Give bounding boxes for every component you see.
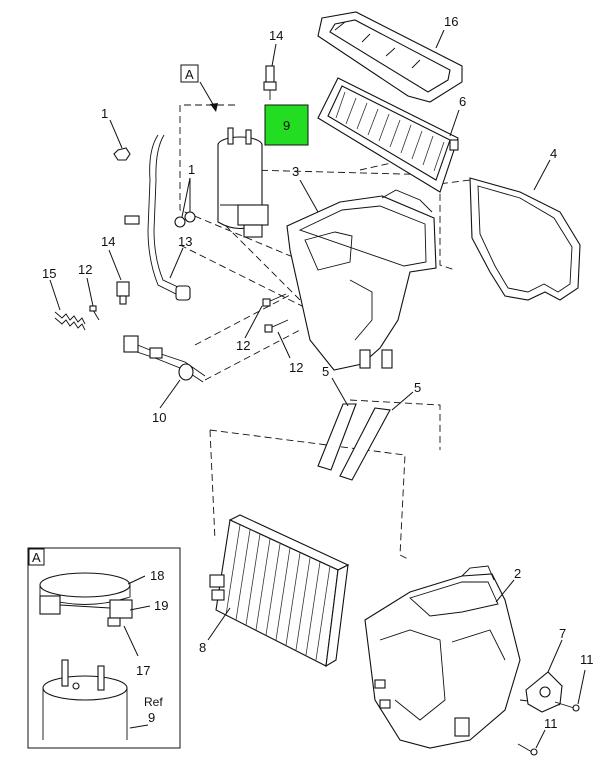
callout-19: 19 bbox=[154, 598, 168, 613]
inset-accumulator-top bbox=[42, 659, 128, 740]
part-12-screws bbox=[262, 293, 289, 333]
part-9-accumulator bbox=[217, 127, 269, 238]
part-5-drain-tube-left bbox=[317, 403, 357, 471]
part-12-screw-small bbox=[89, 305, 100, 321]
part-4-gasket bbox=[469, 177, 581, 301]
callout-12-middle: 12 bbox=[236, 338, 250, 353]
part-2-lower-case bbox=[364, 565, 521, 749]
inset-ref-number: 9 bbox=[148, 710, 155, 725]
part-10-suction-hose bbox=[123, 335, 206, 383]
inset-part-19-bracket bbox=[39, 595, 133, 627]
callout-11-upper: 11 bbox=[580, 652, 594, 667]
callout-3: 3 bbox=[292, 164, 299, 179]
part-1-nuts-lower bbox=[174, 211, 196, 228]
part-6-filter bbox=[317, 77, 459, 193]
callout-12-left: 12 bbox=[78, 262, 92, 277]
part-5-drain-tube-right bbox=[339, 407, 391, 481]
inset-label-a: A bbox=[32, 550, 41, 565]
inset-detail-a: A 18 19 17 Ref 9 bbox=[27, 547, 181, 749]
highlight-box-part-9: 9 bbox=[264, 104, 309, 146]
callout-numbers: 14 16 6 4 3 1 1 13 14 15 12 12 12 10 5 5… bbox=[42, 14, 594, 731]
callout-14-top: 14 bbox=[269, 28, 283, 43]
part-3-upper-case bbox=[286, 189, 437, 371]
part-15-spring-clip bbox=[54, 311, 86, 331]
view-label-a-text: A bbox=[185, 67, 194, 82]
callout-16: 16 bbox=[444, 14, 458, 29]
callout-5-left: 5 bbox=[322, 364, 329, 379]
part-11-screws bbox=[517, 701, 580, 756]
view-label-a: A bbox=[180, 64, 218, 112]
assembly-dashed-lines bbox=[179, 104, 561, 706]
part-7-actuator bbox=[525, 671, 563, 713]
inset-ref-text: Ref bbox=[144, 695, 163, 709]
callout-8: 8 bbox=[199, 640, 206, 655]
callout-15: 15 bbox=[42, 266, 56, 281]
callout-7: 7 bbox=[559, 626, 566, 641]
callout-6: 6 bbox=[459, 94, 466, 109]
part-16-seal-frame bbox=[317, 11, 463, 103]
highlight-label: 9 bbox=[283, 118, 290, 133]
callout-18: 18 bbox=[150, 568, 164, 583]
callout-5-right: 5 bbox=[414, 380, 421, 395]
part-13-pipe bbox=[124, 134, 191, 301]
callout-13: 13 bbox=[178, 234, 192, 249]
leader-lines bbox=[49, 29, 586, 749]
callout-10: 10 bbox=[152, 410, 166, 425]
part-8-evaporator-core bbox=[209, 514, 350, 668]
part-1-nut-upper bbox=[113, 147, 131, 161]
callout-17: 17 bbox=[136, 663, 150, 678]
callout-2: 2 bbox=[514, 566, 521, 581]
callout-1-lower: 1 bbox=[188, 162, 195, 177]
callout-4: 4 bbox=[550, 146, 557, 161]
part-14-pressure-switch-lower bbox=[116, 281, 130, 305]
callout-12-right: 12 bbox=[289, 360, 303, 375]
part-14-pressure-switch-top bbox=[263, 65, 277, 100]
callout-14-lower: 14 bbox=[101, 234, 115, 249]
callout-1-upper: 1 bbox=[101, 106, 108, 121]
callout-11-lower: 11 bbox=[544, 716, 558, 731]
